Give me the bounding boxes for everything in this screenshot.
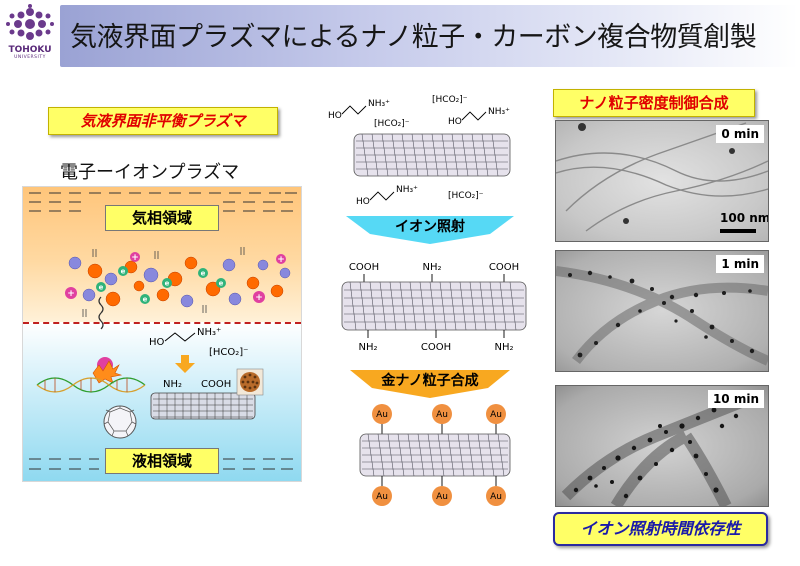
tem-fibers-0 [556,122,768,232]
tem-time-label: 1 min [716,255,764,273]
logo-text: TOHOKU [8,45,52,55]
right-section-tag: ナノ粒子密度制御合成 [553,89,755,117]
tohoku-logo-icon [6,4,54,40]
tem-image-10min: 10 min [555,385,769,507]
plasma-particles: e e e e e e + + + + [29,192,297,470]
gas-liquid-boundary [23,322,301,324]
group-bottom-3: NH₂ [494,342,513,353]
electron-label: e [165,280,170,288]
page-title: 気液界面プラズマによるナノ粒子・カーボン複合物質創製 [70,22,757,53]
header: TOHOKU UNIVERSITY 気液界面プラズマによるナノ粒子・カーボン複合… [0,0,800,76]
au-label: Au [376,492,388,502]
group-bottom-2: COOH [421,342,451,353]
group-top-1: COOH [349,262,379,273]
tem-image-1min: 1 min [555,250,769,372]
excitation-marks [82,247,245,317]
electron-label: e [143,296,148,304]
electron-label: e [219,280,224,288]
group-top-3: COOH [489,262,519,273]
gold-synthesis-label: 金ナノ粒子合成 [381,373,479,389]
irradiation-time-dependence-tag: イオン照射時間依存性 [553,512,768,546]
liquid-ho: HO [149,337,165,348]
liquid-cooh: COOH [201,379,231,390]
ion-irradiation-label: イオン照射 [395,219,465,235]
plus-label: + [277,255,285,265]
mol-nh3-2: NH₃⁺ [488,107,510,117]
mol-ho-3: HO [356,197,370,207]
au-label: Au [436,410,448,420]
gas-phase-label: 気相領域 [105,205,219,231]
gold-nanoparticles-top: Au Au Au [372,404,506,434]
process-diagram: HO NH₃⁺ [HCO₂]⁻ [HCO₂]⁻ HO NH₃⁺ HO NH₃⁺ … [328,95,527,506]
arrow-ion-irradiation-icon [346,216,514,244]
blue-ions [68,256,291,308]
tem-fibers-1 [556,266,768,366]
scale-bar [720,229,756,233]
tem-time-label: 0 min [716,125,764,143]
mol-hco2-2: [HCO₂]⁻ [432,95,468,105]
scale-bar-label: 100 nm [720,211,769,225]
down-arrow-icon [175,355,195,373]
gas-dash-marks [29,192,297,212]
group-bottom-1: NH₂ [358,342,377,353]
group-top-2: NH₂ [422,262,441,273]
nanotube-pristine-icon [353,133,511,177]
logo-subtext: UNIVERSITY [14,55,46,60]
liquid-molecule: HO NH₃⁺ [HCO₂]⁻ [149,327,248,358]
au-label: Au [436,492,448,502]
liquid-nh2: NH₂ [163,379,182,390]
plus-label: + [255,293,263,303]
liquid-dash-marks [29,458,293,470]
mol-ho-1: HO [328,111,342,121]
tem-fibers-2 [561,390,759,506]
plus-label: + [131,253,139,263]
au-label: Au [490,492,502,502]
nanotube-gold-icon [359,433,511,477]
plasma-diagram: e e e e e e + + + + [22,186,302,482]
tem-time-label: 10 min [707,390,764,408]
plasma-wave-icon [98,296,104,330]
au-label: Au [376,410,388,420]
title-band [60,5,798,67]
liquid-hco2: [HCO₂]⁻ [209,347,248,358]
electron-label: e [121,268,126,276]
positive-ions: + + + + [65,252,286,303]
process-flow: HO NH₃⁺ [HCO₂]⁻ [HCO₂]⁻ HO NH₃⁺ HO NH₃⁺ … [320,84,540,520]
nanotube-functionalized-icon [341,281,527,331]
orange-ions [87,256,284,307]
electron-label: e [201,270,206,278]
arrow-gold-synthesis-icon [350,370,510,398]
mol-hco2-1: [HCO₂]⁻ [374,119,410,129]
impact-burst-icon [92,360,123,384]
liquid-phase-label: 液相領域 [105,448,219,474]
mol-nh3-3: NH₃⁺ [396,185,418,195]
liquid-nanotube-icon [150,392,256,420]
gold-nanoparticles-bottom: Au Au Au [372,476,506,506]
fullerene-icon [103,405,137,439]
left-subtitle: 電子ーイオンプラズマ [60,162,240,183]
au-label: Au [490,410,502,420]
biomolecule-helix-icon [36,377,146,393]
mol-hco2-3: [HCO₂]⁻ [448,191,484,201]
electron-label: e [99,284,104,292]
left-section-tag: 気液界面非平衡プラズマ [48,107,278,135]
nanoparticle-cluster-icon [236,368,264,396]
plus-label: + [67,289,75,299]
mol-nh3-1: NH₃⁺ [368,99,390,109]
tem-image-0min: 0 min 100 nm [555,120,769,242]
electrons: e e e e e e [96,266,226,304]
liquid-nh3: NH₃⁺ [197,327,221,338]
mol-ho-2: HO [448,117,462,127]
